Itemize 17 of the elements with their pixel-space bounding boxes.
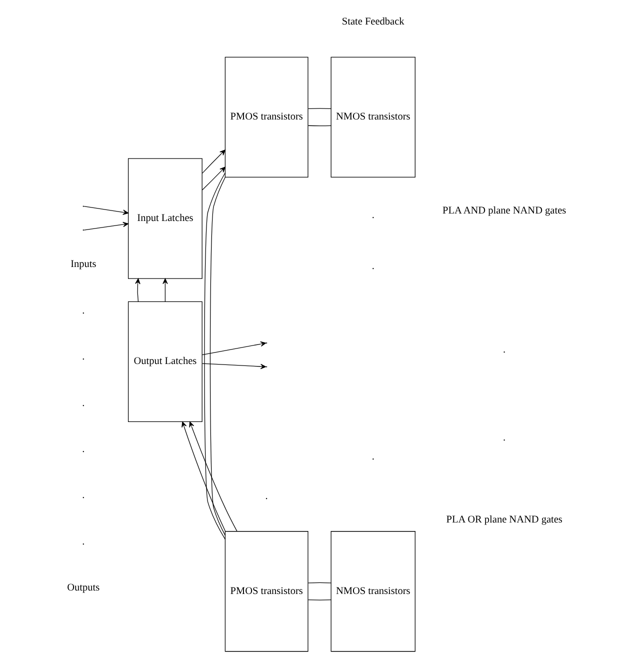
label: . <box>503 344 506 356</box>
label: . <box>372 261 374 272</box>
label: . <box>372 210 374 221</box>
label: . <box>265 490 268 502</box>
label: Outputs <box>67 582 100 594</box>
label: . <box>372 452 374 463</box>
label: . <box>82 305 85 316</box>
label: . <box>82 490 85 502</box>
label: . <box>82 536 85 548</box>
label: . <box>503 432 506 444</box>
label: Inputs <box>70 259 96 270</box>
label: State Feedback <box>342 16 404 28</box>
label: . <box>82 444 85 455</box>
label: . <box>82 398 85 409</box>
label: . <box>82 352 85 363</box>
label: PLA OR plane NAND gates <box>446 514 562 526</box>
label: PLA AND plane NAND gates <box>442 205 566 216</box>
